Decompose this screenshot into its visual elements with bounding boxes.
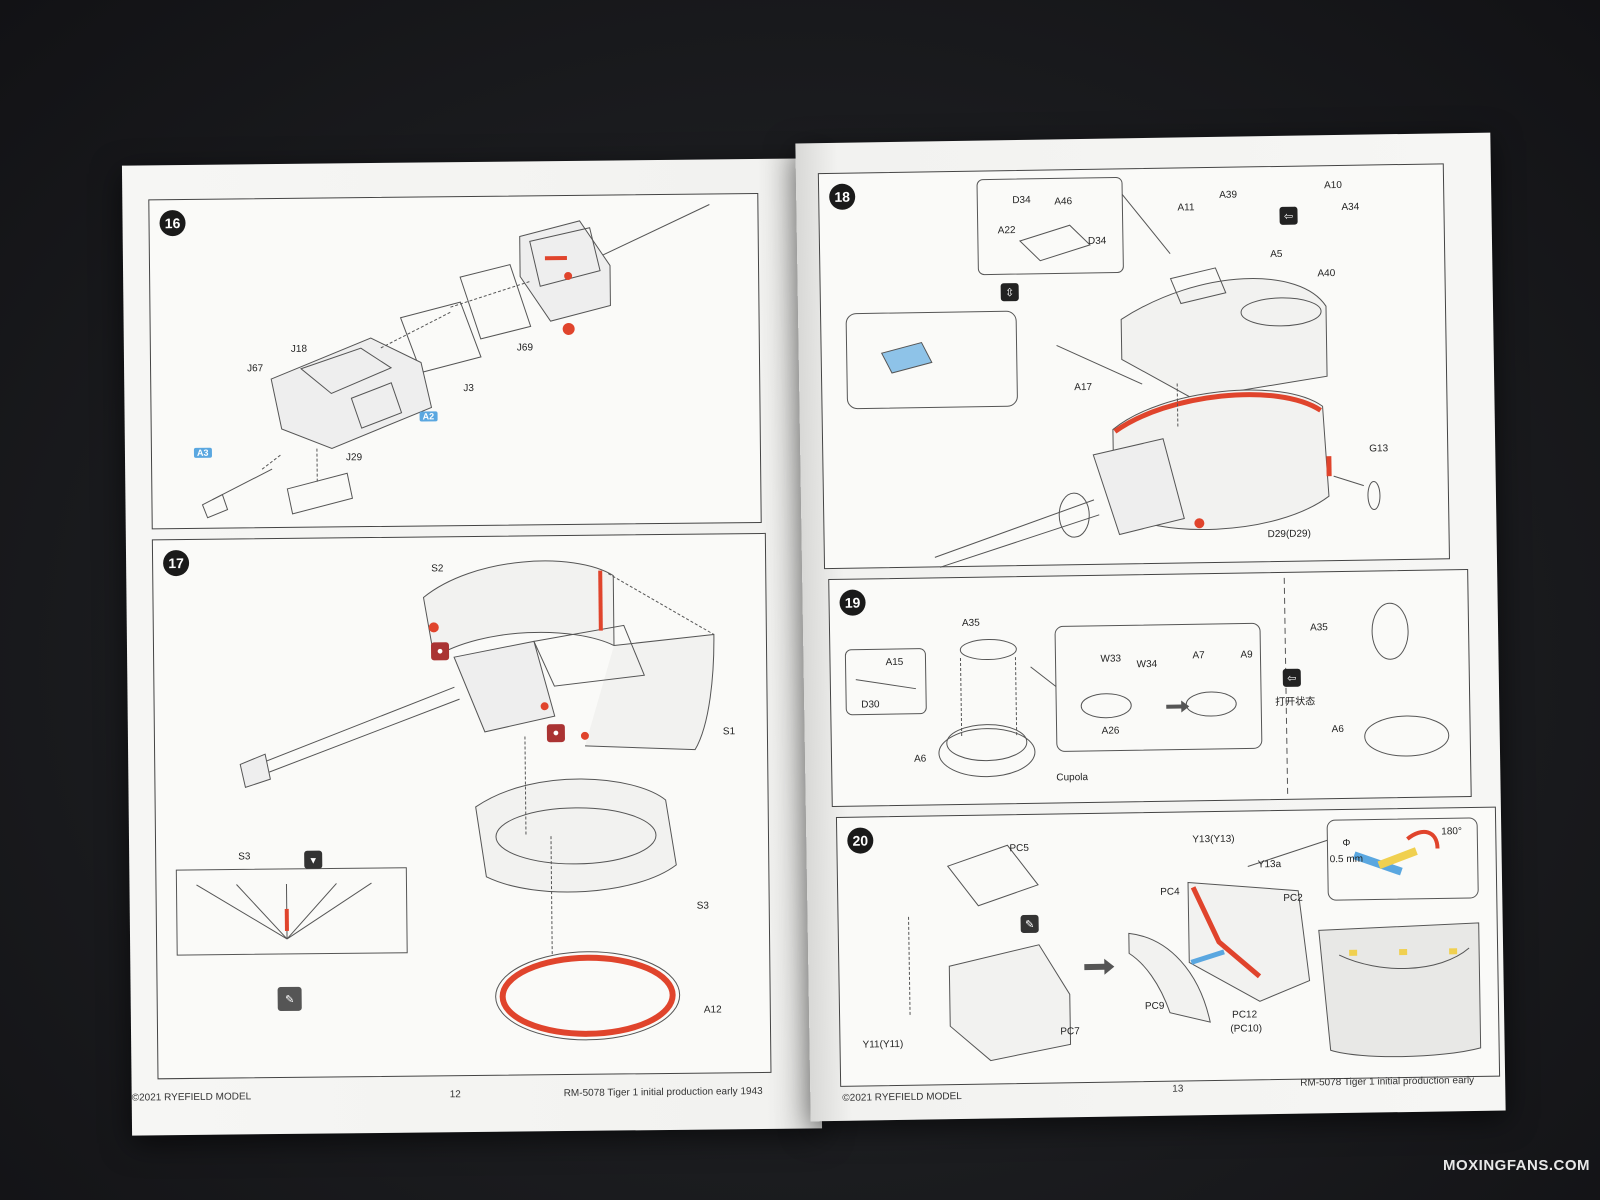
part-label: A10 — [1324, 179, 1342, 192]
page-number: 13 — [1172, 1083, 1184, 1095]
part-label: D29(D29) — [1267, 528, 1312, 541]
glue-cement-icon: ● — [430, 642, 450, 661]
step-18-panel: 18 — [817, 163, 1450, 570]
part-label: A35 — [1309, 622, 1328, 634]
part-label: (PC10) — [1230, 1023, 1263, 1035]
part-label: S1 — [722, 726, 736, 738]
part-label: S3 — [696, 900, 710, 912]
site-watermark: MOXINGFANS.COM — [1442, 1157, 1590, 1174]
part-label: A11 — [1177, 202, 1195, 214]
part-label-highlighted: A3 — [193, 447, 212, 458]
part-label: Y13(Y13) — [1192, 833, 1235, 846]
reverse-direction-icon: ⇦ — [1279, 206, 1298, 225]
part-label: Cupola — [1056, 772, 1089, 784]
hobby-knife-icon: ✎ — [1020, 914, 1039, 934]
cut-off-icon: ▾ — [304, 850, 323, 869]
part-label: A46 — [1054, 196, 1073, 208]
part-label: J3 — [463, 382, 474, 395]
hobby-knife-icon: ✎ — [277, 986, 302, 1012]
diameter-symbol: Φ — [1342, 837, 1351, 850]
glue-cement-icon: ● — [546, 724, 566, 743]
part-label: J29 — [345, 452, 363, 464]
diameter-value: 0.5 mm — [1329, 853, 1364, 866]
part-label: S2 — [431, 563, 444, 575]
part-label: D30 — [861, 699, 880, 711]
part-label: PC7 — [1060, 1026, 1080, 1038]
reverse-direction-icon: ⇦ — [1282, 668, 1301, 687]
turret-ring-exploded-drawing — [175, 560, 715, 1041]
part-label: PC5 — [1009, 842, 1030, 855]
part-label: A6 — [913, 753, 927, 765]
part-label: W34 — [1136, 658, 1158, 671]
part-label: PC9 — [1144, 1000, 1165, 1013]
part-label: PC2 — [1283, 892, 1303, 904]
step-16-panel: 16 — [148, 192, 762, 530]
step-19-panel: 19 — [828, 569, 1472, 808]
part-label: A22 — [997, 225, 1016, 237]
part-label: J67 — [247, 363, 264, 375]
product-title-footer: RM-5078 Tiger 1 initial production early — [1300, 1074, 1475, 1089]
part-label: J69 — [516, 342, 534, 354]
part-label: W33 — [1100, 653, 1122, 665]
open-state-label: 打开状态 — [1275, 696, 1316, 709]
part-label: A9 — [1240, 649, 1253, 661]
part-label: A39 — [1219, 189, 1238, 201]
copyright-footer: ©2021 RYEFIELD MODEL — [842, 1091, 962, 1104]
part-label-highlighted: A2 — [419, 411, 438, 422]
part-label: A26 — [1101, 725, 1120, 737]
part-label: Y11(Y11) — [862, 1038, 904, 1051]
part-label: A6 — [1331, 723, 1344, 736]
part-label: A15 — [885, 656, 904, 669]
part-label: PC12 — [1232, 1009, 1258, 1021]
product-title-footer: RM-5078 Tiger 1 initial production early… — [563, 1085, 763, 1100]
up-down-arrow-icon: ⇳ — [1000, 283, 1019, 302]
step-17-panel: 17 — [151, 532, 772, 1080]
turret-interior-drawing — [908, 817, 1482, 1062]
part-label: A5 — [1270, 248, 1283, 261]
part-label: D34 — [1012, 194, 1031, 207]
part-label: A17 — [1074, 381, 1093, 394]
part-label: A40 — [1317, 268, 1336, 280]
part-label: A7 — [1192, 650, 1205, 662]
right-page: 18 — [795, 132, 1506, 1122]
gun-breech-exploded-drawing — [201, 204, 710, 519]
part-label: G13 — [1369, 443, 1389, 455]
turret-assembly-drawing — [845, 176, 1381, 568]
part-label: PC4 — [1160, 886, 1180, 898]
copyright-footer: ©2021 RYEFIELD MODEL — [131, 1091, 252, 1104]
part-label: Y13a — [1257, 858, 1282, 871]
left-page: 16 — [121, 158, 823, 1136]
page-number: 12 — [449, 1089, 461, 1101]
step-20-panel: 20 — [835, 806, 1501, 1087]
rotation-label: 180° — [1441, 826, 1463, 838]
part-label: D34 — [1087, 235, 1107, 247]
part-label: S3 — [238, 851, 251, 863]
part-label: J18 — [290, 343, 308, 355]
part-label: A35 — [961, 617, 980, 629]
part-label: A34 — [1341, 201, 1360, 213]
cupola-assembly-drawing — [844, 577, 1450, 798]
part-label: A12 — [703, 1004, 722, 1016]
